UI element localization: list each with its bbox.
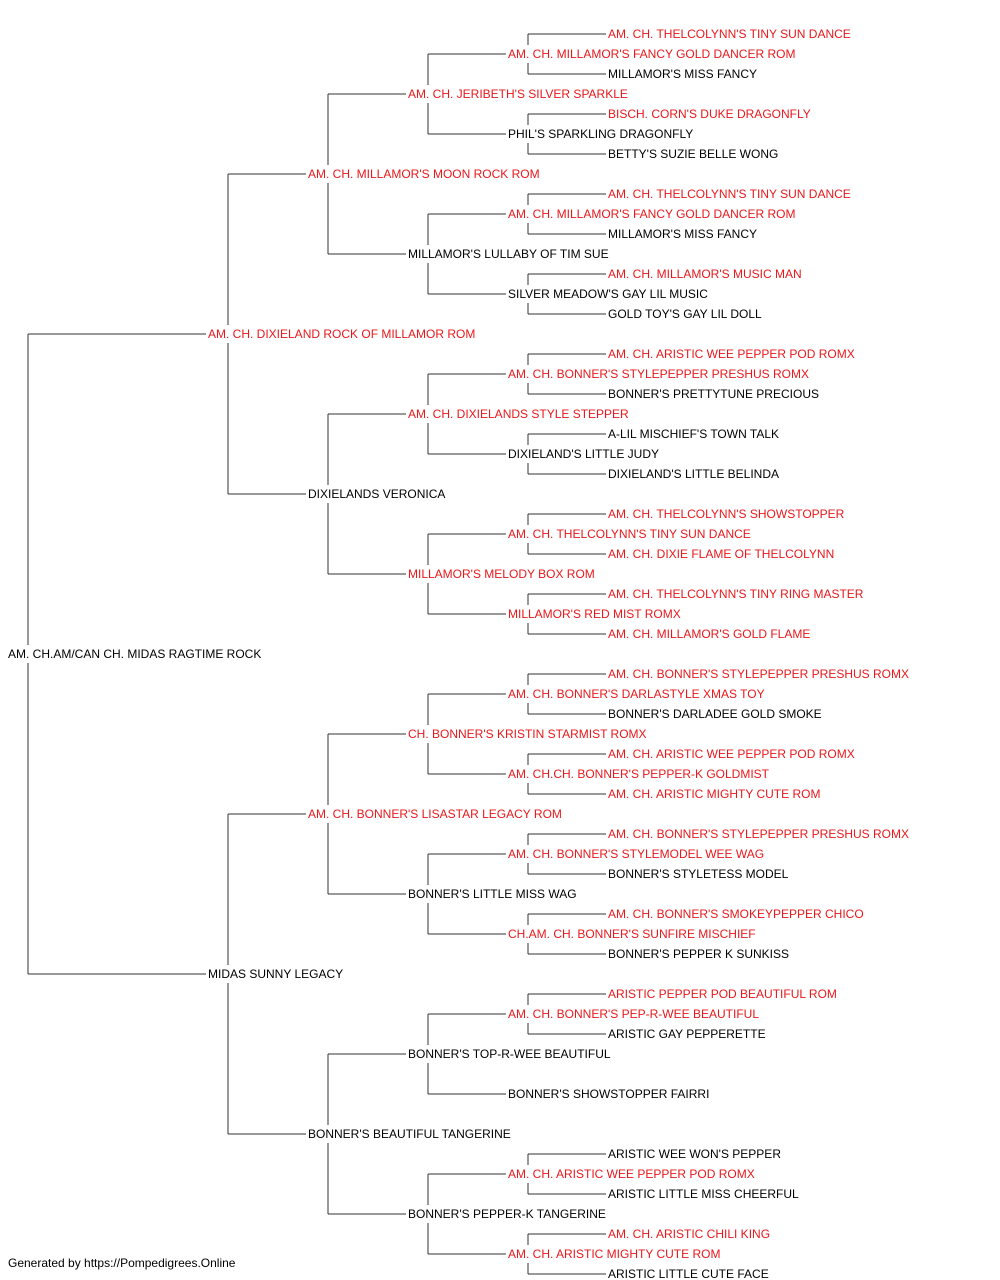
ancestor-name: DIXIELAND'S LITTLE JUDY: [508, 447, 659, 461]
ancestor-name: MIDAS SUNNY LEGACY: [208, 967, 343, 981]
ancestor-name: MILLAMOR'S MISS FANCY: [608, 227, 757, 241]
ancestor-name: GOLD TOY'S GAY LIL DOLL: [608, 307, 762, 321]
ancestor-name: AM. CH. ARISTIC WEE PEPPER POD ROMX: [608, 347, 855, 361]
ancestor-name: BONNER'S TOP-R-WEE BEAUTIFUL: [408, 1047, 611, 1061]
ancestor-name: PHIL'S SPARKLING DRAGONFLY: [508, 127, 693, 141]
ancestor-name: AM. CH. BONNER'S DARLASTYLE XMAS TOY: [508, 687, 765, 701]
ancestor-labels: AM. CH.AM/CAN CH. MIDAS RAGTIME ROCK AM. …: [8, 27, 909, 1280]
ancestor-name: BONNER'S BEAUTIFUL TANGERINE: [308, 1127, 511, 1141]
ancestor-name: MILLAMOR'S RED MIST ROMX: [508, 607, 681, 621]
ancestor-name: AM. CH. JERIBETH'S SILVER SPARKLE: [408, 87, 628, 101]
ancestor-name: SILVER MEADOW'S GAY LIL MUSIC: [508, 287, 708, 301]
ancestor-name: AM. CH. BONNER'S STYLEPEPPER PRESHUS ROM…: [608, 827, 909, 841]
ancestor-name: AM. CH. ARISTIC WEE PEPPER POD ROMX: [508, 1167, 755, 1181]
ancestor-name: BONNER'S PEPPER K SUNKISS: [608, 947, 789, 961]
footer-credit: Generated by https://Pompedigrees.Online: [8, 1256, 236, 1270]
ancestor-name: MILLAMOR'S LULLABY OF TIM SUE: [408, 247, 609, 261]
ancestor-name: AM. CH. THELCOLYNN'S TINY SUN DANCE: [608, 187, 851, 201]
ancestor-name: CH. BONNER'S KRISTIN STARMIST ROMX: [408, 727, 647, 741]
ancestor-name: AM. CH. THELCOLYNN'S TINY SUN DANCE: [608, 27, 851, 41]
ancestor-name: AM. CH. ARISTIC CHILI KING: [608, 1227, 770, 1241]
ancestor-name: BONNER'S STYLETESS MODEL: [608, 867, 789, 881]
ancestor-name: AM. CH. BONNER'S PEP-R-WEE BEAUTIFUL: [508, 1007, 759, 1021]
ancestor-name: AM. CH. BONNER'S STYLEPEPPER PRESHUS ROM…: [608, 667, 909, 681]
ancestor-name: MILLAMOR'S MISS FANCY: [608, 67, 757, 81]
ancestor-name: ARISTIC WEE WON'S PEPPER: [608, 1147, 781, 1161]
ancestor-name: AM. CH.CH. BONNER'S PEPPER-K GOLDMIST: [508, 767, 770, 781]
ancestor-name: AM. CH. DIXIELAND ROCK OF MILLAMOR ROM: [208, 327, 475, 341]
ancestor-name: DIXIELAND'S LITTLE BELINDA: [608, 467, 779, 481]
ancestor-name: AM. CH. MILLAMOR'S GOLD FLAME: [608, 627, 810, 641]
ancestor-name: AM. CH. BONNER'S STYLEPEPPER PRESHUS ROM…: [508, 367, 809, 381]
ancestor-name: AM. CH. ARISTIC MIGHTY CUTE ROM: [608, 787, 820, 801]
ancestor-name: AM. CH. BONNER'S STYLEMODEL WEE WAG: [508, 847, 764, 861]
ancestor-name: AM. CH. MILLAMOR'S FANCY GOLD DANCER ROM: [508, 47, 795, 61]
ancestor-name: AM. CH. THELCOLYNN'S TINY RING MASTER: [608, 587, 864, 601]
ancestor-name: ARISTIC LITTLE MISS CHEERFUL: [608, 1187, 799, 1201]
ancestor-name: AM. CH. ARISTIC WEE PEPPER POD ROMX: [608, 747, 855, 761]
subject-name: AM. CH.AM/CAN CH. MIDAS RAGTIME ROCK: [8, 647, 261, 661]
ancestor-name: AM. CH. MILLAMOR'S FANCY GOLD DANCER ROM: [508, 207, 795, 221]
ancestor-name: BONNER'S PRETTYTUNE PRECIOUS: [608, 387, 819, 401]
ancestor-name: AM. CH. DIXIELANDS STYLE STEPPER: [408, 407, 629, 421]
ancestor-name: AM. CH. MILLAMOR'S MOON ROCK ROM: [308, 167, 540, 181]
ancestor-name: MILLAMOR'S MELODY BOX ROM: [408, 567, 595, 581]
ancestor-name: BONNER'S PEPPER-K TANGERINE: [408, 1207, 606, 1221]
ancestor-name: AM. CH. BONNER'S SMOKEYPEPPER CHICO: [608, 907, 864, 921]
ancestor-name: BONNER'S DARLADEE GOLD SMOKE: [608, 707, 822, 721]
ancestor-name: ARISTIC LITTLE CUTE FACE: [608, 1267, 769, 1280]
ancestor-name: ARISTIC PEPPER POD BEAUTIFUL ROM: [608, 987, 837, 1001]
ancestor-name: AM. CH. BONNER'S LISASTAR LEGACY ROM: [308, 807, 562, 821]
ancestor-name: AM. CH. DIXIE FLAME OF THELCOLYNN: [608, 547, 834, 561]
ancestor-name: BETTY'S SUZIE BELLE WONG: [608, 147, 778, 161]
ancestor-name: AM. CH. THELCOLYNN'S SHOWSTOPPER: [608, 507, 845, 521]
ancestor-name: BONNER'S LITTLE MISS WAG: [408, 887, 577, 901]
ancestor-name: AM. CH. MILLAMOR'S MUSIC MAN: [608, 267, 802, 281]
ancestor-name: ARISTIC GAY PEPPERETTE: [608, 1027, 766, 1041]
ancestor-name: CH.AM. CH. BONNER'S SUNFIRE MISCHIEF: [508, 927, 756, 941]
connector-lines: [27, 33, 606, 1275]
ancestor-name: BONNER'S SHOWSTOPPER FAIRRI: [508, 1087, 709, 1101]
ancestor-name: AM. CH. THELCOLYNN'S TINY SUN DANCE: [508, 527, 751, 541]
ancestor-name: AM. CH. ARISTIC MIGHTY CUTE ROM: [508, 1247, 720, 1261]
ancestor-name: DIXIELANDS VERONICA: [308, 487, 445, 501]
ancestor-name: BISCH. CORN'S DUKE DRAGONFLY: [608, 107, 811, 121]
ancestor-name: A-LIL MISCHIEF'S TOWN TALK: [608, 427, 779, 441]
